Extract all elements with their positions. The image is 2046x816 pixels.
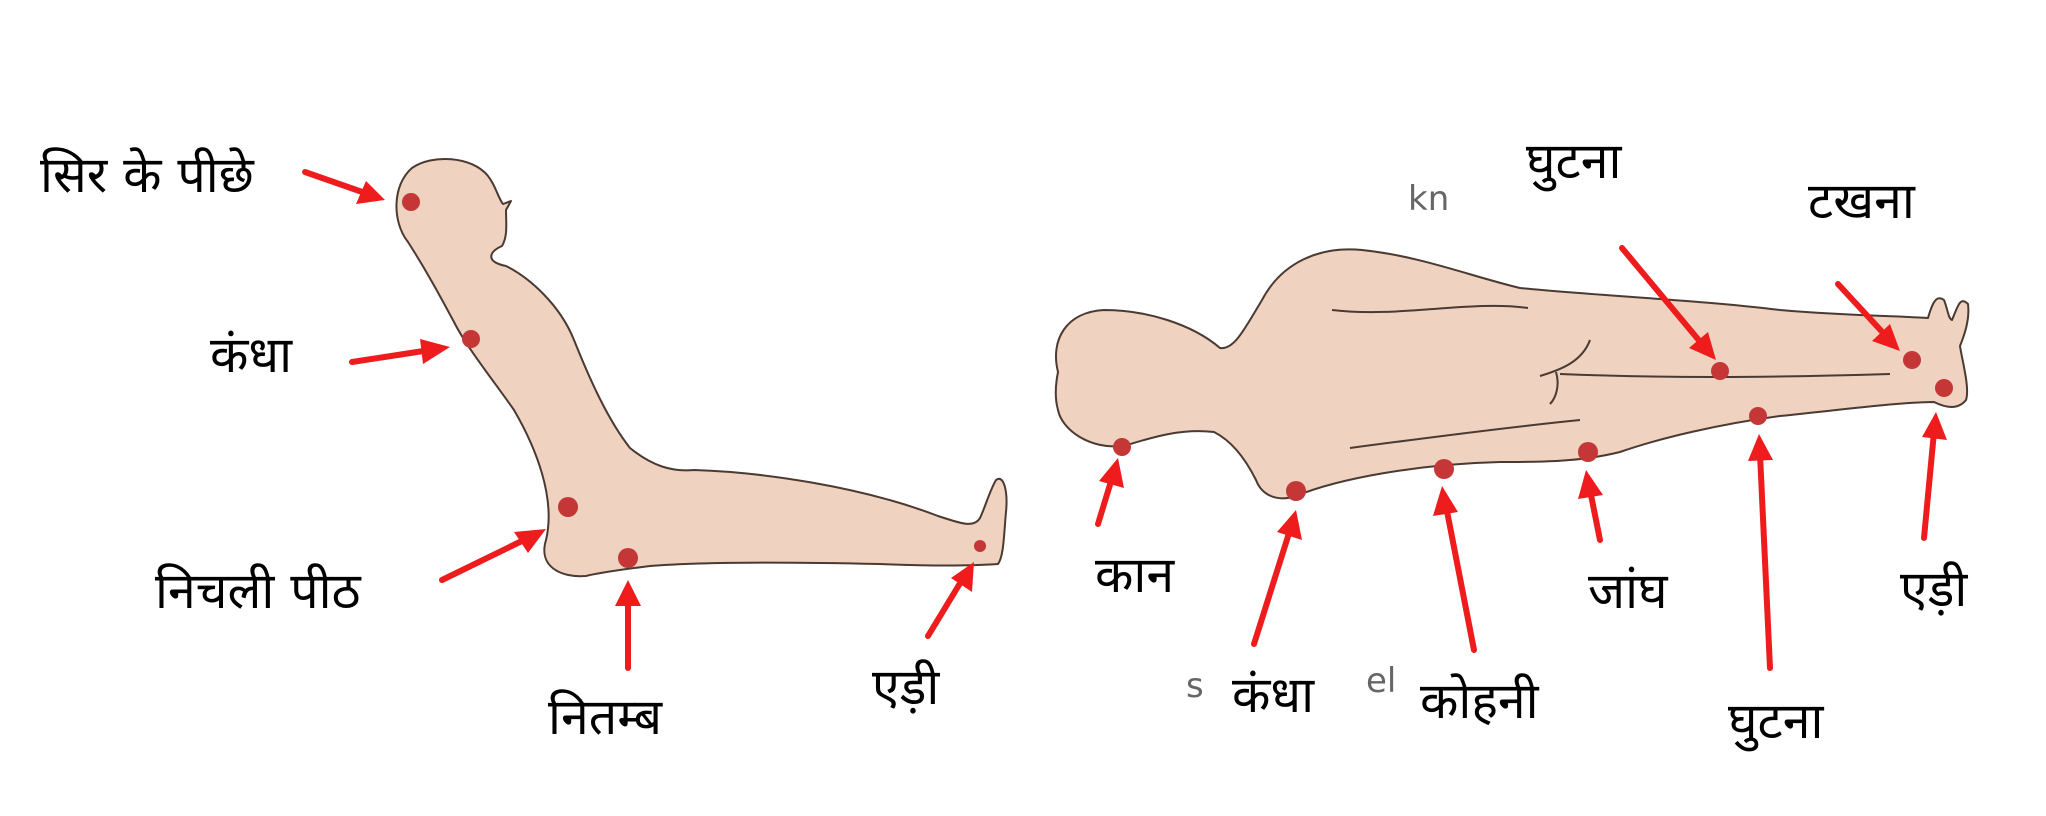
arrow-back-of-head <box>302 169 385 204</box>
sitting-figure: सिर के पीछे कंधा निचली पीठ नितम्ब एड़ी <box>40 146 1008 746</box>
label-heel-sitting: एड़ी <box>872 658 940 716</box>
dot-back-of-head <box>402 193 420 211</box>
dot-buttocks <box>618 548 638 568</box>
lying-body-silhouette <box>1054 248 1970 500</box>
dot-elbow <box>1434 459 1454 479</box>
arrow-ear <box>1095 458 1124 527</box>
dot-ear <box>1113 438 1131 456</box>
dot-heel-sitting <box>974 540 986 552</box>
sitting-body-silhouette <box>395 158 1008 578</box>
label-knee-top: घुटना <box>1526 132 1622 192</box>
dot-heel-lying <box>1935 379 1953 397</box>
crease-upper-back <box>1331 304 1529 314</box>
label-ear: कान <box>1095 546 1175 604</box>
dot-knee-bottom <box>1749 407 1767 425</box>
dot-ankle <box>1903 351 1921 369</box>
lying-figure: कान कंधा कोहनी जांघ घुटना घुटना टखना एड़… <box>1054 132 1970 752</box>
arrow-ankle <box>1835 281 1900 351</box>
label-buttocks: नितम्ब <box>548 688 663 746</box>
arrow-heel-sitting <box>925 562 974 639</box>
label-thigh: जांघ <box>1588 562 1669 620</box>
label-shoulder-sitting: कंधा <box>210 326 293 384</box>
fragment-kn: kn <box>1408 179 1449 219</box>
arrow-shoulder-sitting <box>349 339 450 365</box>
label-shoulder-lying: कंधा <box>1232 666 1315 724</box>
dot-lower-back <box>558 497 578 517</box>
arrow-elbow <box>1433 486 1477 653</box>
fragment-s: s <box>1186 666 1204 706</box>
arrow-lower-back <box>439 529 546 583</box>
dot-shoulder-sitting <box>462 330 480 348</box>
arrow-shoulder-lying <box>1251 510 1302 647</box>
dot-thigh <box>1578 442 1598 462</box>
label-ankle: टखना <box>1808 172 1916 230</box>
dot-knee-top <box>1711 362 1729 380</box>
label-lower-back: निचली पीठ <box>155 562 362 620</box>
fragment-el: el <box>1366 661 1396 701</box>
crease-buttock <box>1549 371 1559 405</box>
arrow-buttocks <box>615 580 641 671</box>
arrow-knee-bottom <box>1748 434 1773 671</box>
label-elbow: कोहनी <box>1420 672 1540 730</box>
arrow-thigh <box>1578 470 1603 543</box>
crease-arm-lower <box>1349 419 1581 449</box>
dot-shoulder-lying <box>1286 481 1306 501</box>
label-heel-lying: एड़ी <box>1900 560 1968 618</box>
crease-hip <box>1539 339 1591 377</box>
label-back-of-head: सिर के पीछे <box>40 146 255 204</box>
arrow-knee-top <box>1619 245 1716 360</box>
label-knee-bottom: घुटना <box>1728 692 1824 752</box>
arrow-heel-lying <box>1921 412 1947 541</box>
